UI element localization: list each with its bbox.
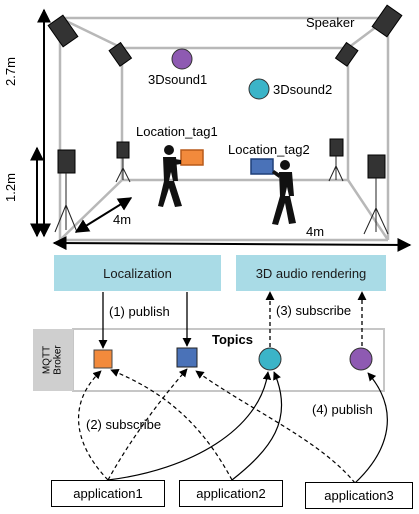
speaker-icon xyxy=(371,4,403,38)
location-tag1-icon xyxy=(180,149,204,166)
topics-panel xyxy=(72,328,385,392)
step-subscribe-3: (3) subscribe xyxy=(276,303,352,318)
speaker-icon xyxy=(108,41,133,67)
step-publish-1: (1) publish xyxy=(109,304,170,319)
3dsound1-icon xyxy=(171,48,193,70)
dimension-arrows xyxy=(30,8,412,252)
height-speaker-label: 1.2m xyxy=(2,173,18,202)
speaker-icon xyxy=(329,138,344,157)
topics-label: Topics xyxy=(212,332,253,347)
topic-3dsound1-icon xyxy=(349,347,373,371)
speaker-icon xyxy=(367,154,386,179)
person-2-silhouette xyxy=(272,160,296,225)
topic-3dsound2-icon xyxy=(258,347,282,371)
speaker-icon xyxy=(57,149,76,174)
application2-box: application2 xyxy=(179,480,283,507)
step-publish-4: (4) publish xyxy=(312,402,373,417)
application3-box: application3 xyxy=(305,482,413,509)
step-subscribe-2: (2) subscribe xyxy=(86,417,162,432)
publish-arrows xyxy=(98,292,192,349)
speaker-label: Speaker xyxy=(306,15,355,30)
location-tag2-label: Location_tag2 xyxy=(228,142,310,157)
depth-label: 4m xyxy=(113,212,132,227)
3dsound1-label: 3Dsound1 xyxy=(148,72,208,87)
speaker-icon xyxy=(334,41,359,67)
application1-box: application1 xyxy=(51,480,165,507)
location-tag1-label: Location_tag1 xyxy=(136,124,218,139)
speaker-icon xyxy=(116,141,130,159)
3dsound2-label: 3Dsound2 xyxy=(273,82,333,97)
audio-rendering-box: 3D audio rendering xyxy=(236,255,386,291)
location-tag2-icon xyxy=(250,158,274,175)
topic-location-tag1-icon xyxy=(93,349,113,369)
width-label: 4m xyxy=(306,224,325,239)
application-links xyxy=(78,368,388,484)
height-full-label: 2.7m xyxy=(2,57,18,86)
speaker-icon xyxy=(47,14,79,48)
3dsound2-icon xyxy=(248,78,270,100)
subscribe-arrows-rendering xyxy=(265,291,367,347)
person-1-silhouette xyxy=(158,145,182,207)
speakers xyxy=(47,4,403,179)
speaker-stands xyxy=(54,156,389,235)
topic-location-tag2-icon xyxy=(176,347,198,368)
localization-box: Localization xyxy=(54,255,221,291)
